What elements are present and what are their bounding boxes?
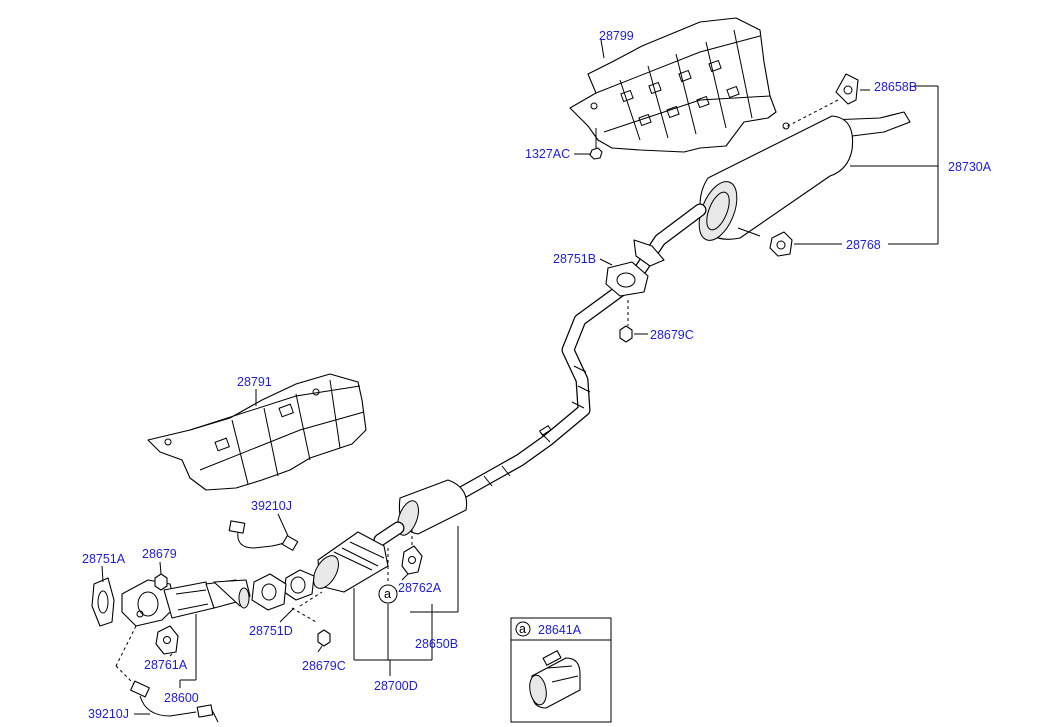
center-muffler xyxy=(373,479,468,547)
part-label-28658B: 28658B xyxy=(874,80,917,94)
part-label-28799: 28799 xyxy=(599,29,634,43)
part-label-39210J-lower: 39210J xyxy=(88,707,129,721)
part-label-28762A: 28762A xyxy=(398,581,442,595)
part-label-39210J-upper: 39210J xyxy=(251,499,292,513)
rear-muffler xyxy=(698,111,911,241)
part-label-28730A: 28730A xyxy=(948,160,992,174)
part-label-28751B: 28751B xyxy=(553,252,596,266)
inset-circle-a: a xyxy=(519,622,526,636)
gasket-rear xyxy=(605,239,665,297)
part-label-28751A: 28751A xyxy=(82,552,126,566)
nut-top xyxy=(589,128,603,160)
part-label-1327AC: 1327AC xyxy=(525,147,570,161)
rear-heat-protector xyxy=(569,17,777,153)
hanger-left xyxy=(155,625,179,655)
part-label-28641A: 28641A xyxy=(538,623,582,637)
callout-circle-a: a xyxy=(384,587,391,601)
part-label-28650B: 28650B xyxy=(415,637,458,651)
front-heat-protector xyxy=(147,373,367,491)
nut-lower xyxy=(317,629,331,647)
part-label-28679C-mid: 28679C xyxy=(650,328,694,342)
part-label-28791: 28791 xyxy=(237,375,272,389)
clamp-inset-box: a 28641A xyxy=(510,617,612,723)
part-label-28751D: 28751D xyxy=(249,624,293,638)
part-label-28679: 28679 xyxy=(142,547,177,561)
part-label-28768: 28768 xyxy=(846,238,881,252)
oxygen-sensor-upper xyxy=(228,520,299,551)
gasket-front xyxy=(251,573,287,611)
clamp-icon xyxy=(529,650,581,709)
oxygen-sensor-lower xyxy=(115,625,219,723)
front-pipe xyxy=(121,579,251,627)
nut-mid xyxy=(619,300,633,343)
hanger-rear xyxy=(769,231,793,257)
catalytic-converter xyxy=(283,531,389,601)
part-label-28761A: 28761A xyxy=(144,658,188,672)
part-label-28700D: 28700D xyxy=(374,679,418,693)
part-label-28679C-lower: 28679C xyxy=(302,659,346,673)
center-exhaust-pipe xyxy=(449,203,707,503)
gasket-left xyxy=(91,577,115,627)
part-label-28600: 28600 xyxy=(164,691,199,705)
hanger-top xyxy=(782,73,859,130)
hanger-mid xyxy=(401,530,423,575)
nut-left xyxy=(154,573,168,591)
